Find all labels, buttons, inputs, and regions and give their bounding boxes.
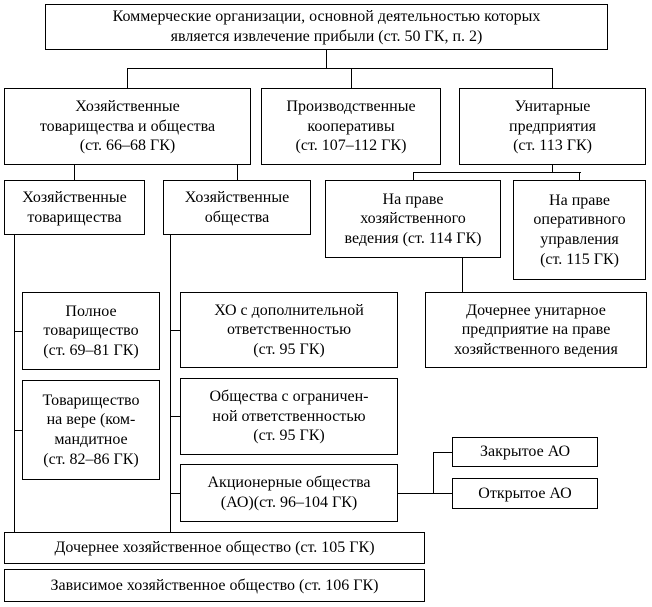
connector-root-down <box>326 50 327 68</box>
node-economic-management: На праве хозяйственного ведения (ст. 114… <box>325 180 501 258</box>
connector-stub-joint-stock <box>170 493 180 494</box>
node-operational-management: На праве оперативного управления (ст. 11… <box>513 180 646 280</box>
node-subsidiary-unitary-enterprise: Дочернее унитарное предприятие на праве … <box>425 292 647 368</box>
node-additional-liability-society: ХО с дополнительной ответственностью (ст… <box>180 292 398 368</box>
connector-ao-right <box>398 493 434 494</box>
node-production-cooperatives: Производственные кооперативы (ст. 107–11… <box>261 88 441 165</box>
connector-stub-limited-liability <box>170 416 180 417</box>
connector-drop-economic-management <box>413 172 414 180</box>
connector-drop-operational-management <box>579 172 580 180</box>
connector-societies-trunk <box>170 235 171 532</box>
node-open-ao: Открытое АО <box>452 478 598 509</box>
node-closed-ao: Закрытое АО <box>452 437 598 467</box>
node-subsidiary-society: Дочернее хозяйственное общество (ст. 105… <box>4 532 425 564</box>
node-joint-stock-society: Акционерные общества (АО)(ст. 96–104 ГК) <box>180 464 398 522</box>
connector-ao-branch-vertical <box>433 452 434 494</box>
connector-stub-open-ao <box>433 493 452 494</box>
node-societies: Хозяйственные общества <box>163 180 311 235</box>
node-dependent-society: Зависимое хозяйственное общество (ст. 10… <box>4 569 425 602</box>
connector-drop-cooperatives <box>351 68 352 88</box>
connector-unitary-horizontal <box>413 172 581 173</box>
connector-to-subsidiary-unitary <box>462 258 463 292</box>
connector-stub-full-partnership <box>14 331 22 332</box>
connector-stub-limited-partnership <box>14 430 22 431</box>
connector-drop-partnerships-societies <box>127 68 128 88</box>
connector-stub-additional-liability <box>170 330 180 331</box>
node-unitary-enterprises: Унитарные предприятия (ст. 113 ГК) <box>459 88 646 165</box>
connector-drop-unitary <box>552 68 553 88</box>
node-partnerships: Хозяйственные товарищества <box>4 180 145 235</box>
node-commercial-organizations: Коммерческие организации, основной деяте… <box>45 4 608 50</box>
node-full-partnership: Полное товарищество (ст. 69–81 ГК) <box>22 292 160 370</box>
connector-to-partnerships <box>74 165 75 180</box>
node-limited-liability-society: Общества с ограничен- ной ответственност… <box>180 378 398 455</box>
node-partnerships-and-societies: Хозяйственные товарищества и общества (с… <box>4 88 251 165</box>
connector-unitary-down <box>552 165 553 173</box>
node-limited-partnership: Товарищество на вере (ком- мандитное (ст… <box>22 380 160 480</box>
connector-level1-horizontal <box>127 68 553 69</box>
connector-stub-closed-ao <box>433 452 452 453</box>
connector-to-societies <box>237 165 238 180</box>
connector-partnerships-trunk <box>14 235 15 532</box>
